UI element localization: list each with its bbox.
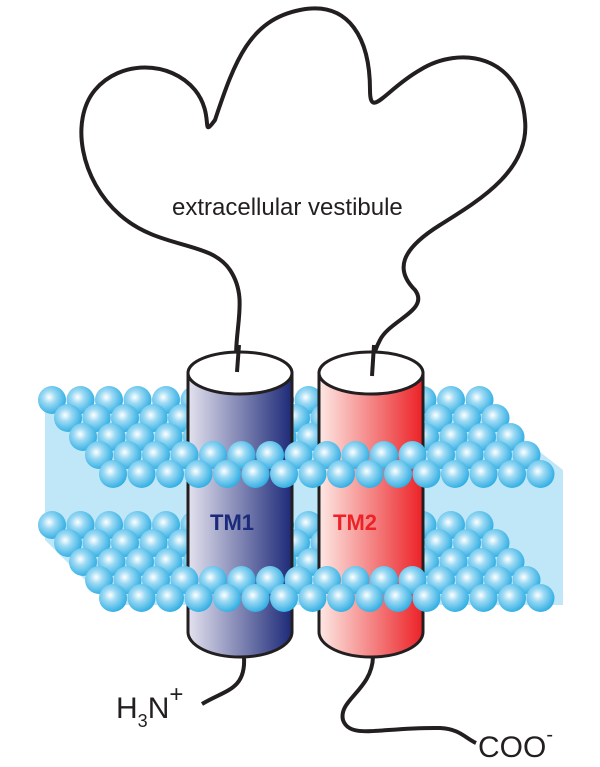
- lipid-head-sphere: [327, 584, 355, 612]
- membrane-front-rows: [85, 441, 555, 612]
- tm1-label: TM1: [210, 510, 254, 535]
- loop-end-tm2: [370, 344, 376, 377]
- lipid-head-sphere: [38, 386, 66, 414]
- lipid-head-sphere: [54, 529, 82, 557]
- lipid-head-sphere: [270, 584, 298, 612]
- lipid-head-sphere: [184, 460, 213, 488]
- loop-end-tm1: [235, 344, 241, 373]
- lipid-head-sphere: [498, 584, 526, 612]
- tm1-helix: [186, 350, 294, 659]
- lipid-head-sphere: [526, 460, 555, 488]
- lipid-head-sphere: [327, 460, 355, 488]
- lipid-head-sphere: [241, 460, 270, 488]
- lipid-head-sphere: [469, 460, 498, 488]
- lipid-head-sphere: [469, 584, 498, 612]
- lipid-head-sphere: [355, 584, 384, 612]
- lipid-head-sphere: [384, 584, 412, 612]
- lipid-head-sphere: [99, 460, 127, 488]
- lipid-head-sphere: [270, 460, 298, 488]
- lipid-head-sphere: [213, 460, 241, 488]
- lipid-head-sphere: [298, 584, 327, 612]
- lipid-head-sphere: [156, 584, 184, 612]
- lipid-head-sphere: [38, 511, 66, 539]
- vestibule-label: extracellular vestibule: [172, 194, 403, 221]
- lipid-head-sphere: [412, 584, 441, 612]
- n-terminus-tail: [200, 656, 247, 706]
- lipid-head-sphere: [441, 584, 469, 612]
- svg-text:H3N+: H3N+: [116, 681, 183, 731]
- lipid-head-sphere: [412, 460, 441, 488]
- lipid-head-sphere: [156, 460, 184, 488]
- lipid-head-sphere: [69, 548, 97, 576]
- lipid-head-sphere: [54, 404, 82, 432]
- lipid-head-sphere: [441, 460, 469, 488]
- n-terminus-label: H3N+: [116, 681, 183, 731]
- lipid-head-sphere: [213, 584, 241, 612]
- lipid-head-sphere: [298, 460, 327, 488]
- tm2-label: TM2: [333, 510, 377, 535]
- extracellular-loop: [79, 6, 528, 378]
- lipid-head-sphere: [498, 460, 526, 488]
- lipid-head-sphere: [127, 460, 156, 488]
- lipid-head-sphere: [355, 460, 384, 488]
- lipid-head-sphere: [184, 584, 213, 612]
- lipid-head-sphere: [99, 584, 127, 612]
- lipid-head-sphere: [526, 584, 555, 612]
- lipid-head-sphere: [241, 584, 270, 612]
- svg-text:COO-: COO-: [478, 724, 553, 764]
- lipid-head-sphere: [69, 423, 97, 451]
- lipid-head-sphere: [384, 460, 412, 488]
- lipid-head-sphere: [127, 584, 156, 612]
- c-terminus-label: COO-: [478, 724, 553, 764]
- c-terminus-tail: [340, 656, 477, 745]
